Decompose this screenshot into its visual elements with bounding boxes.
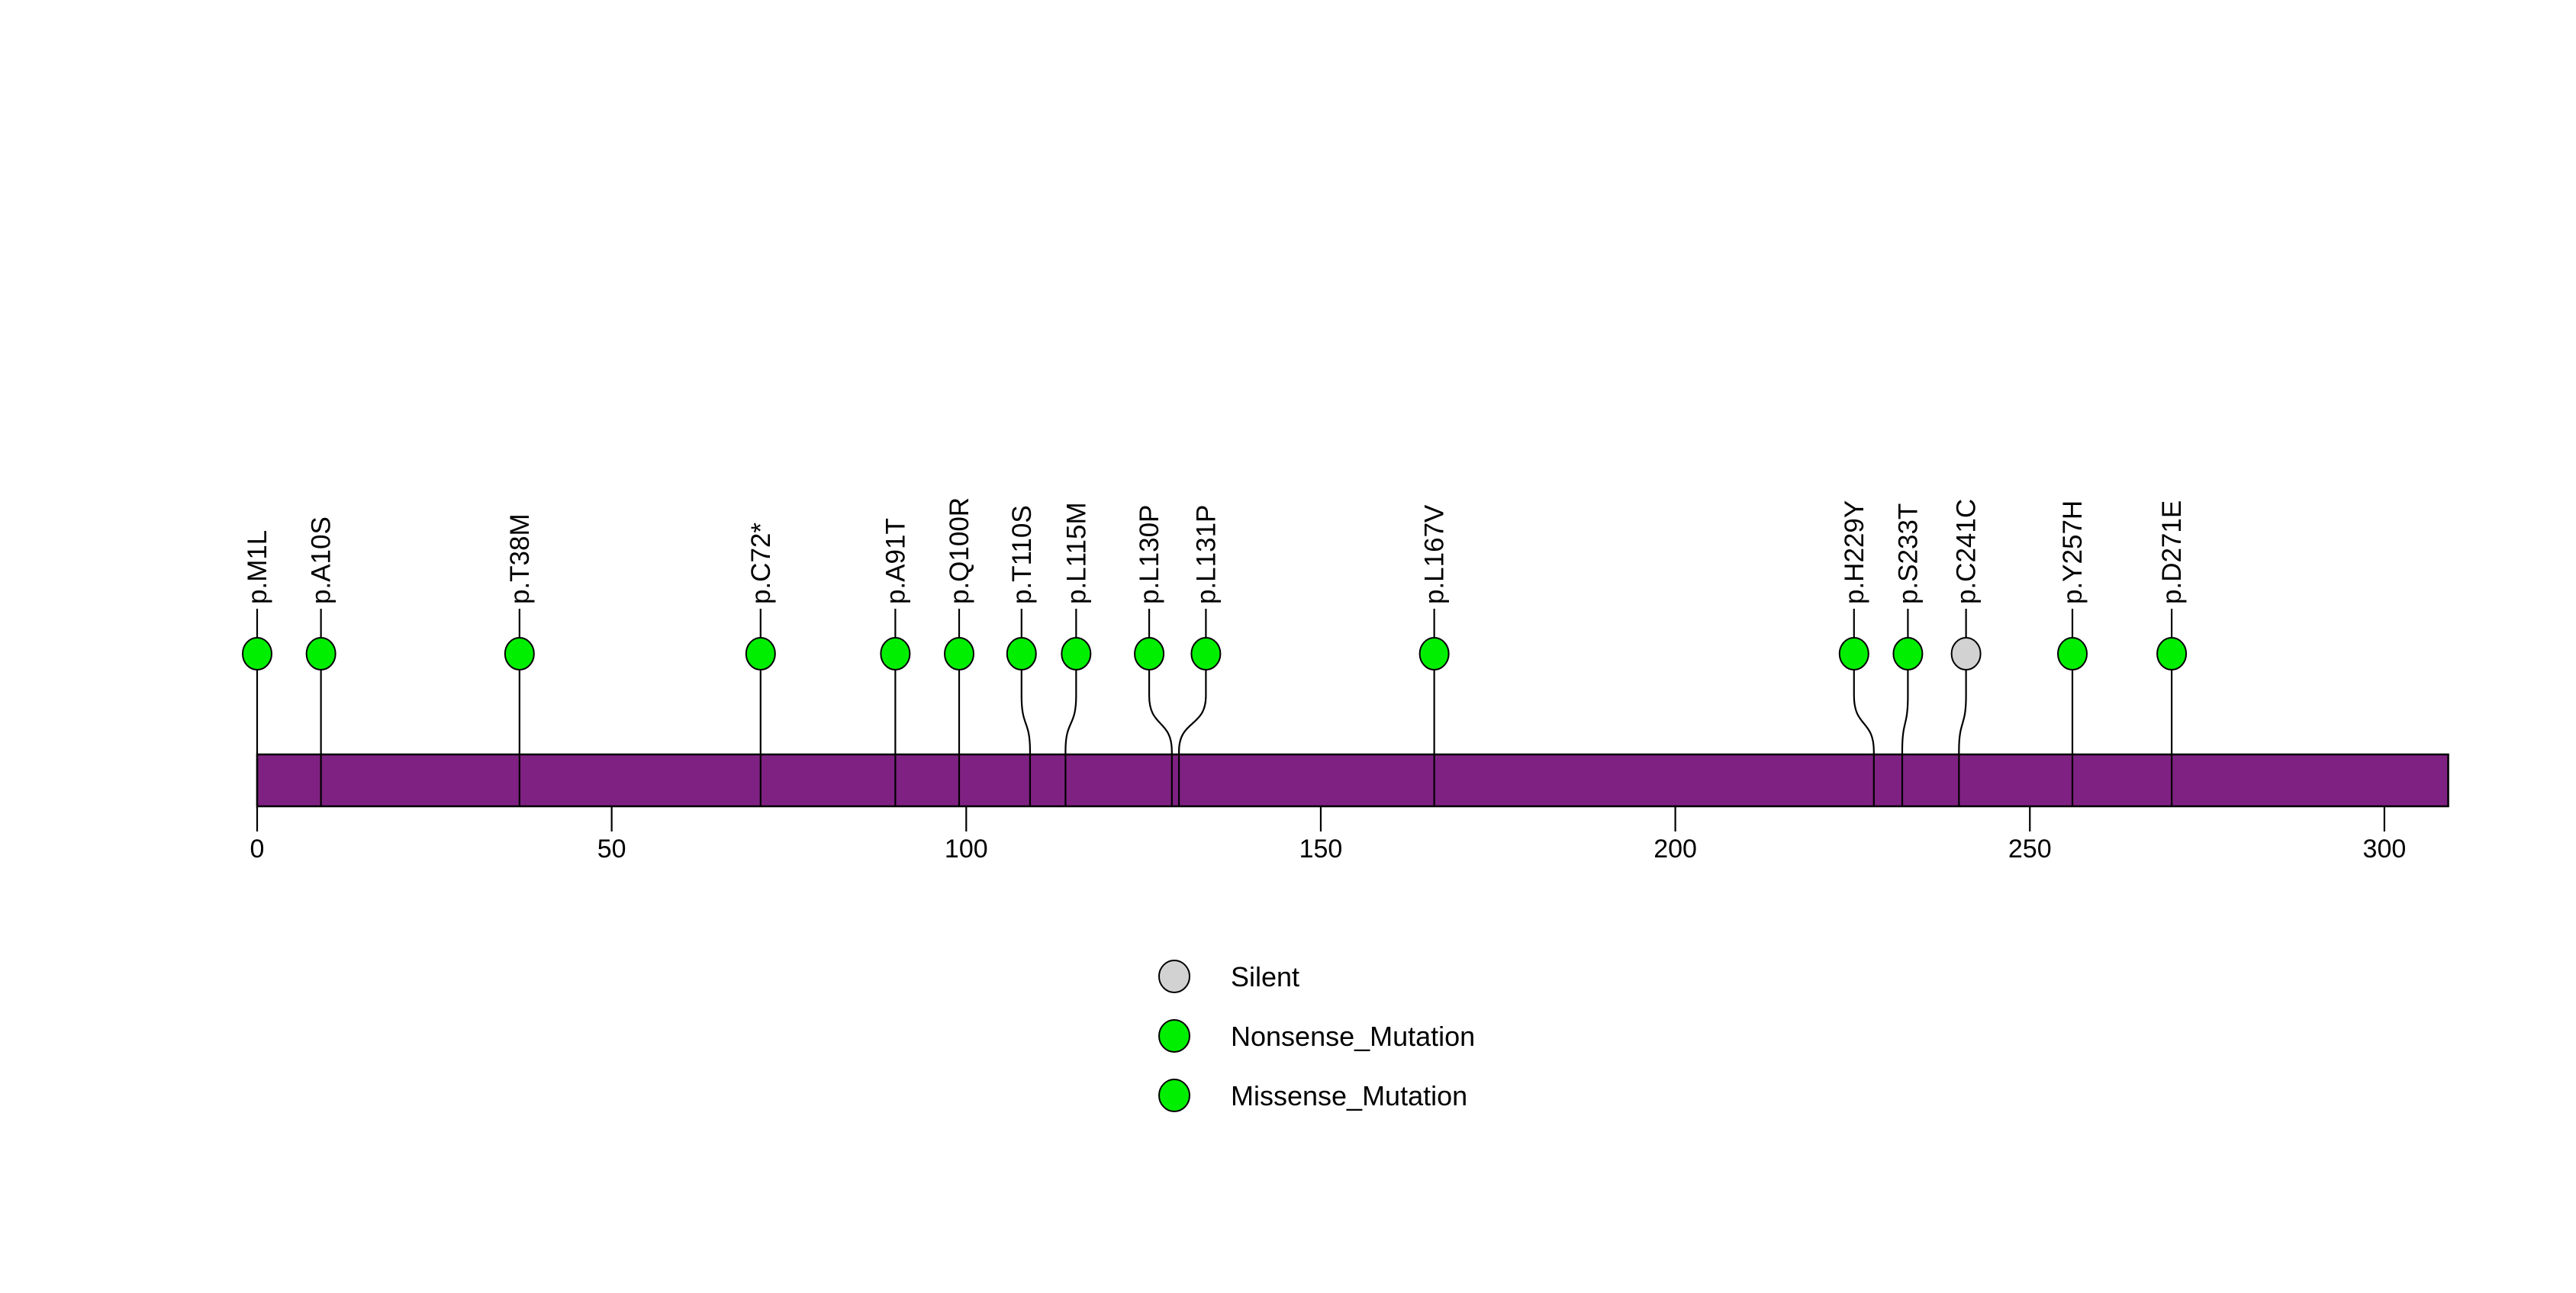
mutation-label: p.A10S	[307, 516, 336, 604]
legend-swatch-circle	[1158, 1079, 1190, 1112]
x-axis-tick-label: 250	[2008, 835, 2052, 864]
mutation-circle-missense_mutation	[1892, 637, 1924, 671]
x-axis-tick-label: 0	[250, 835, 265, 864]
mutation-circle-missense_mutation	[944, 637, 975, 671]
protein-backbone-bar	[256, 753, 2449, 808]
mutation-label: p.M1L	[243, 530, 272, 604]
mutation-label: p.C72*	[746, 523, 776, 604]
mutation-label: p.L130P	[1135, 505, 1164, 604]
mutation-label: p.L167V	[1420, 504, 1450, 604]
x-axis-tick-label: 100	[945, 835, 988, 864]
mutation-circle-silent	[1950, 637, 1982, 671]
mutation-stem	[1177, 609, 1207, 806]
mutation-circle-missense_mutation	[1061, 637, 1092, 671]
legend-swatch-circle	[1158, 1019, 1190, 1053]
x-axis-tick-label: 150	[1299, 835, 1343, 864]
mutation-circle-missense_mutation	[880, 637, 911, 671]
mutation-circle-missense_mutation	[2057, 637, 2088, 671]
mutation-label: p.L131P	[1191, 505, 1221, 604]
mutation-label: p.A91T	[881, 518, 910, 604]
mutation-stem	[1958, 609, 1967, 806]
mutation-label: p.T38M	[505, 513, 535, 604]
mutation-circle-nonsense_mutation	[745, 637, 776, 671]
mutation-label: p.Y257H	[2058, 500, 2088, 604]
mutation-circle-missense_mutation	[1006, 637, 1037, 671]
mutation-circle-missense_mutation	[305, 637, 336, 671]
mutation-stem	[1901, 609, 1909, 806]
mutation-label: p.L115M	[1061, 502, 1091, 604]
legend-item-label: Missense_Mutation	[1231, 1080, 1467, 1111]
legend-item-label: Silent	[1231, 961, 1299, 992]
mutation-label: p.Q100R	[945, 497, 974, 604]
mutation-circle-missense_mutation	[1134, 637, 1165, 671]
mutation-label: p.D271E	[2157, 500, 2187, 604]
mutation-circle-missense_mutation	[242, 637, 272, 671]
mutation-circle-missense_mutation	[1838, 637, 1869, 671]
x-axis-tick-label: 300	[2363, 835, 2407, 864]
mutation-circle-missense_mutation	[504, 637, 535, 671]
mutation-label: p.T110S	[1007, 505, 1037, 604]
mutation-stem	[1020, 609, 1032, 806]
legend-swatch-circle	[1158, 960, 1190, 993]
mutation-stem	[1853, 609, 1875, 806]
mutation-circle-missense_mutation	[2156, 637, 2188, 671]
legend-item-label: Nonsense_Mutation	[1231, 1021, 1475, 1052]
x-axis-tick-label: 50	[597, 835, 626, 864]
mutation-label: p.S233T	[1893, 503, 1923, 604]
mutation-label: p.H229Y	[1840, 500, 1869, 604]
x-axis-tick-label: 200	[1653, 835, 1697, 864]
mutation-circle-missense_mutation	[1418, 637, 1450, 671]
mutation-circle-missense_mutation	[1190, 637, 1222, 671]
mutation-stem	[1148, 609, 1173, 806]
mutation-stem	[1064, 609, 1077, 806]
mutation-label: p.C241C	[1952, 499, 1982, 604]
